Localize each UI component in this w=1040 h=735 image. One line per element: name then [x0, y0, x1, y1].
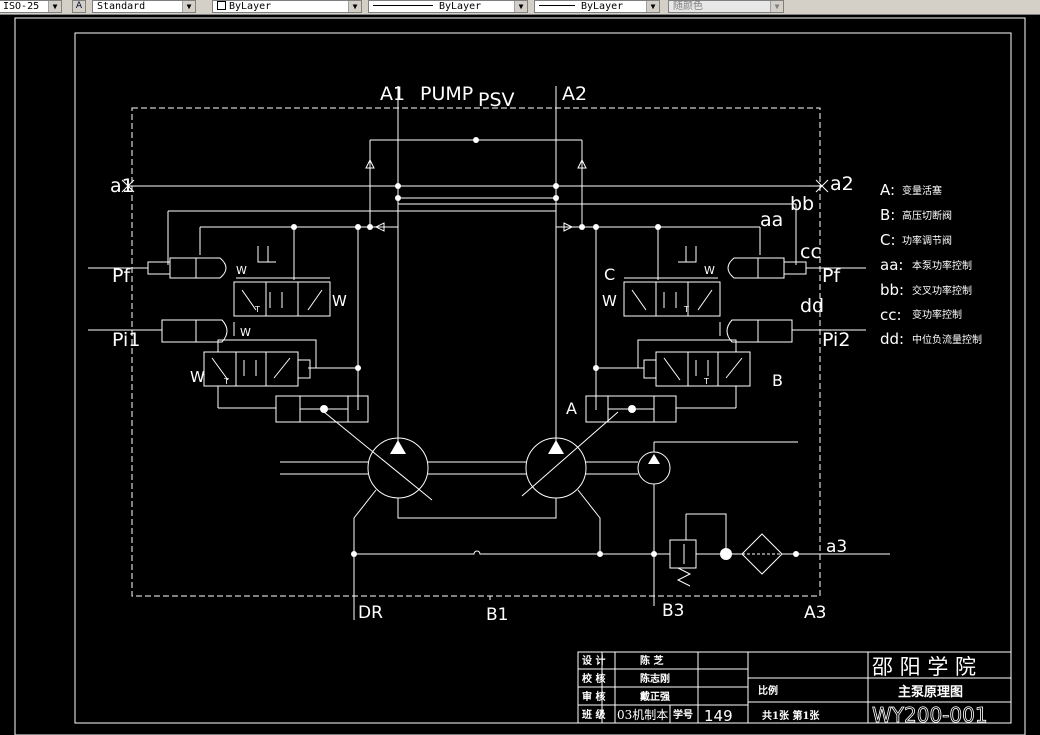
inner-frame: [74, 32, 1012, 724]
tb-name-2: 戴正强: [640, 690, 670, 703]
label-w6: W: [190, 368, 205, 386]
tb-name-1: 陈志刚: [640, 672, 670, 685]
label-psv: PSV: [478, 89, 515, 111]
legend-key-6: dd:: [880, 330, 904, 348]
label-b-valve: B: [772, 371, 783, 390]
label-t1: T: [254, 305, 260, 314]
tb-role-1: 校 核: [582, 672, 605, 685]
label-dr: DR: [358, 603, 383, 623]
label-cc: cc: [800, 241, 821, 263]
left-power-valve: [233, 281, 331, 317]
layer-color-combo[interactable]: ByLayer ▼: [212, 0, 362, 13]
label-w5: W: [602, 292, 617, 310]
label-a2-port: a2: [830, 173, 854, 195]
label-b3: B3: [662, 601, 684, 621]
label-a1-port: a1: [110, 175, 134, 197]
tb-name-0: 陈 芝: [640, 654, 663, 667]
color-value: ByLayer: [229, 1, 272, 12]
label-w2: W: [332, 292, 347, 310]
label-a1-top: A1: [380, 83, 405, 105]
filter: [741, 533, 783, 575]
legend-text-5: 变功率控制: [912, 308, 962, 321]
chevron-down-icon: ▼: [770, 1, 783, 12]
label-pf-right: Pf: [822, 265, 841, 287]
tb-drawing-no: WY200-001: [872, 703, 988, 727]
textstyle-combo[interactable]: Standard ▼: [92, 0, 196, 13]
chevron-down-icon[interactable]: ▼: [48, 1, 61, 12]
legend-text-1: 高压切断阀: [902, 209, 952, 222]
relief-valve: [669, 539, 697, 569]
right-power-valve: [623, 281, 721, 317]
tb-role-3: 班 级: [582, 708, 606, 721]
chevron-down-icon[interactable]: ▼: [348, 1, 361, 12]
linetype-combo[interactable]: ByLayer ▼: [368, 0, 528, 13]
label-w3: W: [240, 326, 251, 339]
color-swatch-icon: [217, 1, 226, 10]
legend-text-0: 变量活塞: [902, 184, 942, 197]
legend-text-4: 交叉功率控制: [912, 284, 972, 297]
label-aa: aa: [760, 209, 783, 231]
tb-student-no-label: 学号: [673, 708, 693, 721]
chevron-down-icon[interactable]: ▼: [182, 1, 195, 12]
tb-sheets: 共1张 第1张: [762, 709, 820, 722]
text-style-icon[interactable]: A: [72, 0, 86, 13]
label-a3-port: a3: [826, 537, 847, 557]
label-a3-bottom: A3: [804, 603, 826, 623]
tb-student-no: 149: [704, 707, 733, 725]
legend-text-2: 功率调节阀: [902, 234, 952, 247]
tb-role-2: 审 核: [582, 690, 605, 703]
legend-key-5: cc:: [880, 306, 902, 324]
plotstyle-combo: 随颜色 ▼: [668, 0, 784, 13]
tb-name-3: 03机制本: [617, 708, 668, 722]
lineweight-sample: [539, 5, 575, 6]
label-w4: W: [704, 264, 715, 277]
legend-text-6: 中位负流量控制: [912, 333, 982, 346]
label-w1: W: [236, 264, 247, 277]
label-t3: T: [223, 377, 229, 386]
legend-text-3: 本泵功率控制: [912, 259, 972, 272]
chevron-down-icon[interactable]: ▼: [514, 1, 527, 12]
left-cutoff-valve: [203, 351, 299, 387]
label-a2-top: A2: [562, 83, 587, 105]
properties-toolbar: ISO-25 ▼ A Standard ▼ ByLayer ▼ ByLayer …: [0, 0, 1040, 15]
component-boundary: [131, 107, 821, 597]
label-pi1: Pi1: [112, 329, 140, 351]
label-t4: T: [703, 377, 709, 386]
label-b1: B1: [486, 605, 508, 625]
tb-role-0: 设 计: [582, 654, 605, 667]
label-c-valve: C: [604, 265, 615, 284]
label-pf-left: Pf: [112, 265, 131, 287]
lineweight-combo[interactable]: ByLayer ▼: [534, 0, 660, 13]
right-servo-piston: [585, 395, 677, 423]
legend-key-4: bb:: [880, 281, 904, 299]
tb-school: 邵 阳 学 院: [872, 655, 976, 679]
legend-key-1: B:: [880, 206, 895, 224]
textstyle-value: Standard: [97, 1, 146, 12]
title-block: [577, 651, 1012, 724]
label-t2: T: [683, 305, 689, 314]
linetype-sample: [373, 5, 433, 6]
plotstyle-value: 随颜色: [673, 1, 703, 12]
tb-drawing-title: 主泵原理图: [898, 684, 963, 700]
legend-key-2: C:: [880, 231, 896, 249]
tb-scale-label: 比例: [758, 684, 778, 697]
legend-key-3: aa:: [880, 256, 903, 274]
left-servo-piston: [275, 395, 369, 423]
linetype-value: ByLayer: [439, 1, 482, 12]
dimstyle-combo[interactable]: ISO-25 ▼: [0, 0, 62, 13]
right-cutoff-valve: [655, 351, 751, 387]
lineweight-value: ByLayer: [581, 1, 624, 12]
label-dd: dd: [800, 295, 824, 317]
legend-key-0: A:: [880, 181, 895, 199]
label-pump: PUMP: [420, 83, 473, 105]
label-bb: bb: [790, 193, 814, 215]
dimstyle-value: ISO-25: [3, 1, 40, 12]
legend: A: B: C: aa: bb: cc: dd: 变量活塞 高压切断阀 功率调节…: [880, 181, 982, 348]
outer-frame: [14, 17, 1026, 735]
chevron-down-icon[interactable]: ▼: [646, 1, 659, 12]
label-a-valve: A: [566, 399, 577, 418]
label-pi2: Pi2: [822, 329, 850, 351]
